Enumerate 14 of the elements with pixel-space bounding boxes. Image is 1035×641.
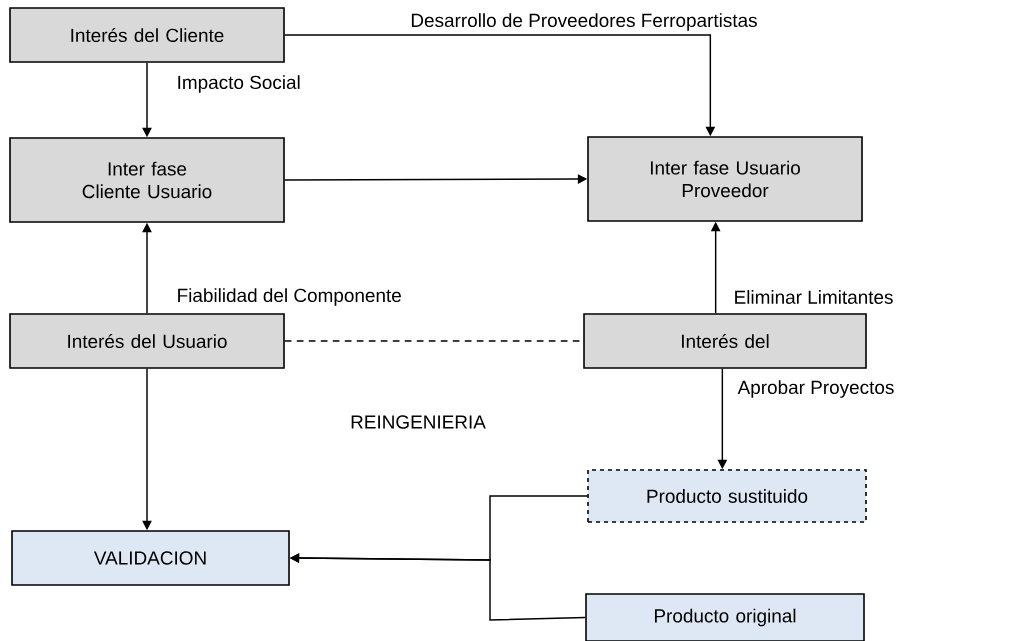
- text-label: REINGENIERIA: [351, 415, 486, 429]
- process-box: Interés del Usuario: [9, 313, 285, 369]
- edge-label: Eliminar Limitantes: [732, 288, 895, 306]
- process-box: Inter fase Cliente Usuario: [9, 137, 285, 223]
- process-box: Producto sustituido: [587, 469, 867, 523]
- process-box: Interés del: [583, 313, 867, 369]
- process-box: VALIDACION: [11, 530, 290, 586]
- process-box: Interés del Cliente: [9, 7, 285, 63]
- process-box: Inter fase Usuario Proveedor: [587, 136, 863, 222]
- edge-label: Aprobar Proyectos: [736, 378, 896, 400]
- process-box: Producto original: [585, 593, 865, 641]
- edge-label: Impacto Social: [175, 73, 303, 95]
- edge-label: Desarrollo de Proveedores Ferropartistas: [409, 11, 759, 33]
- edge-label: Fiabilidad del Componente: [175, 286, 404, 308]
